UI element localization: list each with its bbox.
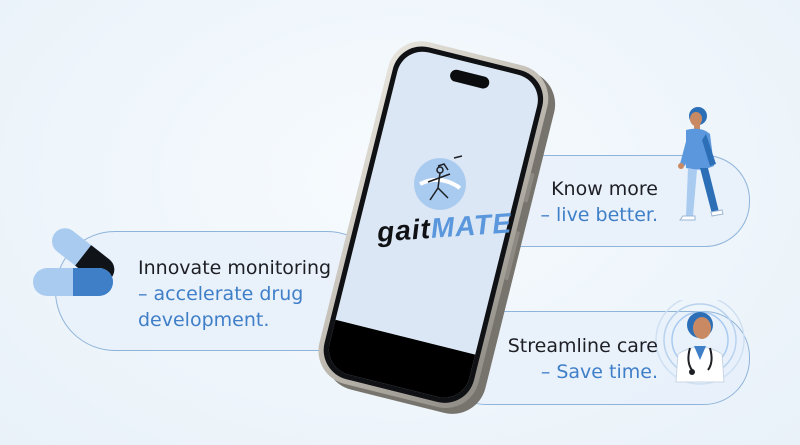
feature-subline-monitoring-2: development. <box>138 309 270 331</box>
capsules-icon <box>33 228 115 296</box>
feature-subline-monitoring-1: – accelerate drug <box>138 283 304 305</box>
feature-heading-know-more: Know more <box>551 178 658 200</box>
logo-part-gait: gait <box>376 212 432 248</box>
feature-text-streamline: Streamline care – Save time. <box>508 333 658 385</box>
feature-text-monitoring: Innovate monitoring – accelerate drug de… <box>138 255 331 333</box>
feature-heading-streamline: Streamline care <box>507 335 658 357</box>
smartphone-mockup <box>318 41 556 414</box>
feature-subline-know-more: – live better. <box>540 204 658 226</box>
walking-person-icon <box>678 107 724 221</box>
gaitmate-logo-figure <box>414 155 466 210</box>
doctor-icon <box>655 300 745 385</box>
feature-text-know-more: Know more – live better. <box>540 176 658 228</box>
logo-part-mate: MATE <box>429 207 513 244</box>
feature-heading-monitoring: Innovate monitoring <box>138 257 332 279</box>
feature-subline-streamline: – Save time. <box>540 361 658 383</box>
